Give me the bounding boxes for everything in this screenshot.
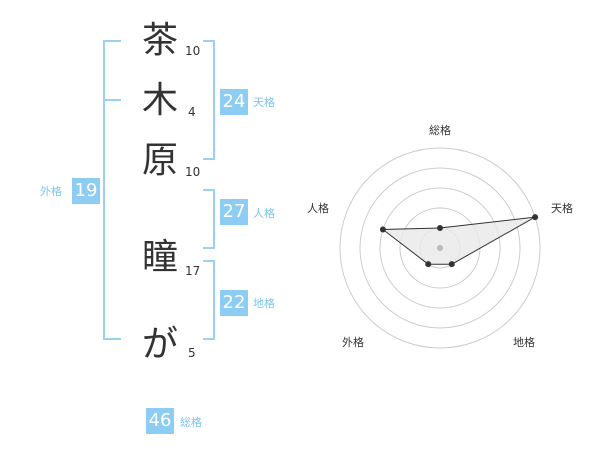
jinkaku-value: 27 (220, 199, 248, 225)
gaikaku-bracket (103, 40, 121, 340)
soukaku-label: 総格 (180, 416, 202, 429)
radar-axis-label-chikaku: 地格 (513, 335, 535, 349)
radar-axis-label-jinkaku: 人格 (307, 201, 329, 215)
gaikaku-label: 外格 (40, 185, 62, 198)
radar-chart: 総格 天格 地格 外格 人格 (307, 123, 573, 349)
tenkaku-label: 天格 (253, 96, 275, 109)
stroke-count-4: 17 (185, 264, 201, 278)
radar-point (425, 261, 432, 268)
radar-point (532, 214, 539, 221)
tenkaku-bracket (203, 40, 215, 160)
radar-ring (379, 187, 501, 309)
radar-area (381, 216, 536, 265)
chikaku-label: 地格 (253, 297, 275, 310)
radar-point (437, 225, 443, 231)
gaikaku-bracket-inner-tick (103, 99, 121, 101)
name-char-5: が (141, 324, 178, 365)
gaikaku-value: 19 (72, 178, 100, 204)
soukaku-value: 46 (146, 408, 174, 434)
name-char-1: 茶 (141, 20, 178, 61)
radar-ring (339, 147, 541, 349)
stroke-count-2: 4 (188, 105, 196, 119)
radar-point (448, 261, 455, 268)
name-char-4: 瞳 (141, 237, 178, 278)
jinkaku-label: 人格 (253, 207, 275, 220)
name-char-3: 原 (141, 140, 178, 181)
stroke-count-5: 5 (188, 346, 196, 360)
radar-point (379, 226, 386, 233)
radar-ring (359, 167, 521, 329)
radar-axis-label-soukaku: 総格 (429, 123, 451, 137)
jinkaku-bracket (203, 189, 215, 249)
stroke-count-3: 10 (185, 165, 201, 179)
radar-center-dot (437, 245, 443, 251)
radar-axis-label-tenkaku: 天格 (551, 201, 573, 215)
chikaku-value: 22 (220, 290, 248, 316)
chikaku-bracket (203, 260, 215, 340)
tenkaku-value: 24 (220, 89, 248, 115)
stroke-count-1: 10 (185, 44, 201, 58)
name-char-2: 木 (141, 80, 178, 121)
radar-axis-label-gaikaku: 外格 (342, 335, 364, 349)
